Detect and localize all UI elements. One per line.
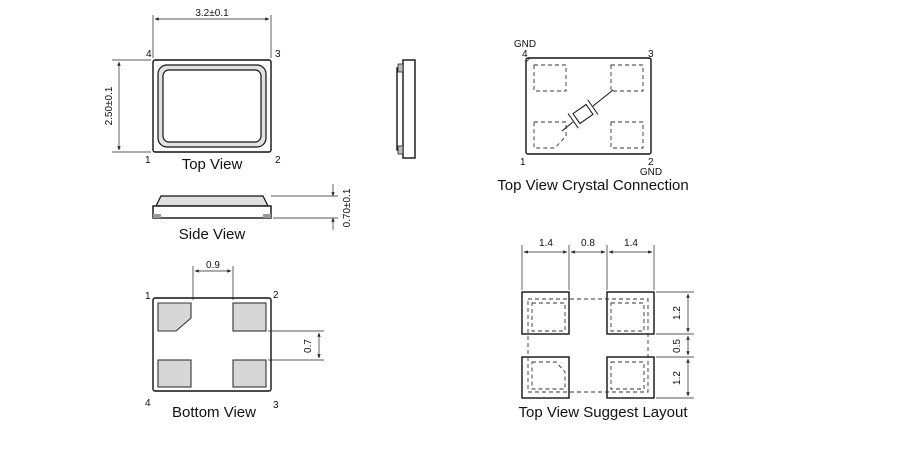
crystal-plate-right bbox=[587, 99, 599, 115]
end-view-tab-bottom bbox=[397, 145, 404, 155]
end-view-tab-top bbox=[397, 63, 404, 73]
layout-ghost-pad-tr bbox=[610, 302, 645, 332]
crystal-pad-3 bbox=[610, 64, 644, 92]
top-pin-1: 1 bbox=[145, 155, 151, 166]
crystal-plate-left bbox=[567, 113, 579, 129]
side-thk-label: 0.70±0.1 bbox=[342, 188, 353, 227]
layout-right-label-3: 1.2 bbox=[672, 371, 683, 385]
crystal-pin-3: 3 bbox=[648, 49, 654, 60]
bottom-pad-2 bbox=[232, 302, 267, 332]
side-view-base bbox=[152, 205, 272, 219]
crystal-pin-4: 4 bbox=[522, 49, 528, 60]
crystal-pad-4 bbox=[533, 64, 567, 92]
layout-ghost-pad-tl bbox=[531, 302, 566, 332]
layout-ghost-pad-br bbox=[610, 361, 645, 390]
crystal-lead-1 bbox=[561, 121, 574, 132]
bottom-pin-3: 3 bbox=[273, 400, 279, 411]
crystal-gnd-bottom: GND bbox=[640, 167, 662, 178]
layout-package-outline bbox=[527, 298, 649, 393]
layout-top-label-2: 0.8 bbox=[581, 238, 595, 249]
crystal-notch-tl bbox=[525, 57, 531, 63]
top-view-title: Top View bbox=[182, 156, 243, 173]
layout-pad-tl bbox=[521, 291, 570, 335]
crystal-gnd-top: GND bbox=[514, 39, 536, 50]
layout-pad-bl bbox=[521, 356, 570, 399]
side-view-term-left bbox=[153, 214, 161, 218]
top-pin-4: 4 bbox=[146, 49, 152, 60]
bottom-pad-3 bbox=[232, 359, 267, 388]
top-height-label: 2.50±0.1 bbox=[104, 86, 115, 125]
bottom-view: 0.9 0.7 1 2 4 3 Bottom View bbox=[145, 260, 324, 421]
side-view-title: Side View bbox=[179, 226, 246, 243]
layout-right-label-2: 0.5 bbox=[672, 339, 683, 353]
crystal-connection-view: GND 4 3 1 2 GND Top View Crystal Connect… bbox=[497, 39, 688, 194]
crystal-body bbox=[525, 57, 652, 155]
side-view: 0.70±0.1 Side View bbox=[152, 184, 353, 243]
top-view: 3.2±0.1 2.50±0.1 4 3 1 2 Top View bbox=[104, 8, 281, 173]
crystal-pin-1: 1 bbox=[520, 157, 526, 168]
bottom-gap-label: 0.9 bbox=[206, 260, 220, 271]
layout-ghost-pad-bl bbox=[531, 361, 566, 390]
crystal-symbol bbox=[567, 99, 599, 129]
crystal-view-title: Top View Crystal Connection bbox=[497, 177, 688, 194]
layout-right-label-1: 1.2 bbox=[672, 306, 683, 320]
bottom-pin-1: 1 bbox=[145, 291, 151, 302]
top-pin-3: 3 bbox=[275, 49, 281, 60]
layout-view-title: Top View Suggest Layout bbox=[518, 404, 688, 421]
layout-top-label-1: 1.4 bbox=[539, 238, 553, 249]
top-pin-2: 2 bbox=[275, 155, 281, 166]
bottom-pad-1 bbox=[157, 302, 192, 332]
bottom-pad-4 bbox=[157, 359, 192, 388]
crystal-pad-1 bbox=[533, 121, 567, 149]
bottom-pin-4: 4 bbox=[145, 398, 151, 409]
crystal-element bbox=[572, 103, 594, 125]
end-view-body bbox=[402, 59, 416, 159]
bottom-pad-label: 0.7 bbox=[303, 339, 314, 353]
end-view bbox=[396, 59, 416, 159]
layout-pad-tr bbox=[606, 291, 655, 335]
bottom-view-title: Bottom View bbox=[172, 404, 256, 421]
crystal-pad-2 bbox=[610, 121, 644, 149]
layout-top-label-3: 1.4 bbox=[624, 238, 638, 249]
suggest-layout-view: 1.4 0.8 1.4 1.2 0.5 1.2 Top View Suggest… bbox=[518, 238, 694, 421]
crystal-pin-2: 2 bbox=[648, 157, 654, 168]
top-width-label: 3.2±0.1 bbox=[195, 8, 229, 19]
bottom-pin-2: 2 bbox=[273, 290, 279, 301]
side-view-lid bbox=[155, 195, 269, 207]
side-view-term-right bbox=[263, 214, 271, 218]
crystal-lead-3 bbox=[592, 89, 614, 107]
layout-pad-br bbox=[606, 356, 655, 399]
top-view-lid-inner bbox=[162, 69, 262, 143]
